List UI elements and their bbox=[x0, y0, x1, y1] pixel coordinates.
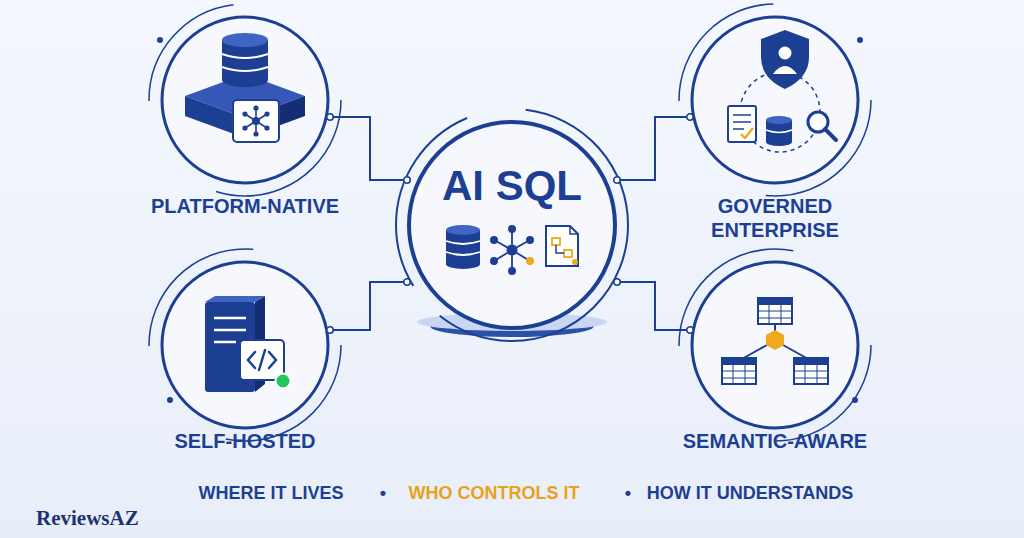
circle-shape bbox=[162, 17, 328, 183]
footer-caption: HOW IT UNDERSTANDS bbox=[647, 483, 854, 504]
decor-dot bbox=[167, 397, 173, 403]
semantic-icon bbox=[722, 298, 828, 384]
decor-dot bbox=[157, 37, 163, 43]
circle-outline bbox=[407, 120, 617, 330]
circle-shape bbox=[692, 17, 858, 183]
decor-ring bbox=[396, 109, 628, 341]
circle-outline bbox=[690, 260, 860, 430]
center-icons bbox=[446, 225, 578, 275]
circle-outline bbox=[160, 15, 330, 185]
circle-shape bbox=[409, 122, 615, 328]
category-circle: SELF-HOSTED bbox=[160, 260, 330, 430]
category-label: PLATFORM-NATIVE bbox=[115, 194, 375, 218]
footer-caption: WHERE IT LIVES bbox=[198, 483, 343, 504]
circle-shape bbox=[162, 262, 328, 428]
category-label: SELF-HOSTED bbox=[115, 429, 375, 453]
category-circle: SEMANTIC-AWARE bbox=[690, 260, 860, 430]
platform-icon bbox=[185, 33, 305, 142]
brand-watermark: ReviewsAZ bbox=[36, 506, 139, 531]
category-circle: GOVERNED ENTERPRISE bbox=[690, 15, 860, 185]
connector-line bbox=[617, 282, 690, 330]
decor-arc bbox=[149, 4, 341, 196]
circle-shape bbox=[692, 262, 858, 428]
server-icon bbox=[205, 296, 291, 392]
separator-dot: • bbox=[380, 483, 386, 504]
connector-line bbox=[330, 282, 407, 330]
hub-circle: AI SQL bbox=[407, 120, 617, 330]
category-label: GOVERNED ENTERPRISE bbox=[695, 194, 855, 243]
circle-outline bbox=[160, 260, 330, 430]
decor-dot bbox=[852, 397, 858, 403]
category-circle: PLATFORM-NATIVE bbox=[160, 15, 330, 185]
separator-dot: • bbox=[625, 483, 631, 504]
decor-arc bbox=[679, 249, 871, 441]
hub-title: AI SQL bbox=[407, 160, 617, 211]
connector-line bbox=[330, 117, 407, 180]
decor-arc bbox=[149, 249, 341, 441]
connector-line bbox=[617, 117, 690, 180]
footer-caption: WHO CONTROLS IT bbox=[409, 483, 580, 504]
governance-icon bbox=[728, 30, 836, 152]
decor-arc bbox=[679, 4, 871, 196]
decor-dot bbox=[857, 37, 863, 43]
circle-outline bbox=[690, 15, 860, 185]
category-label: SEMANTIC-AWARE bbox=[645, 429, 905, 453]
